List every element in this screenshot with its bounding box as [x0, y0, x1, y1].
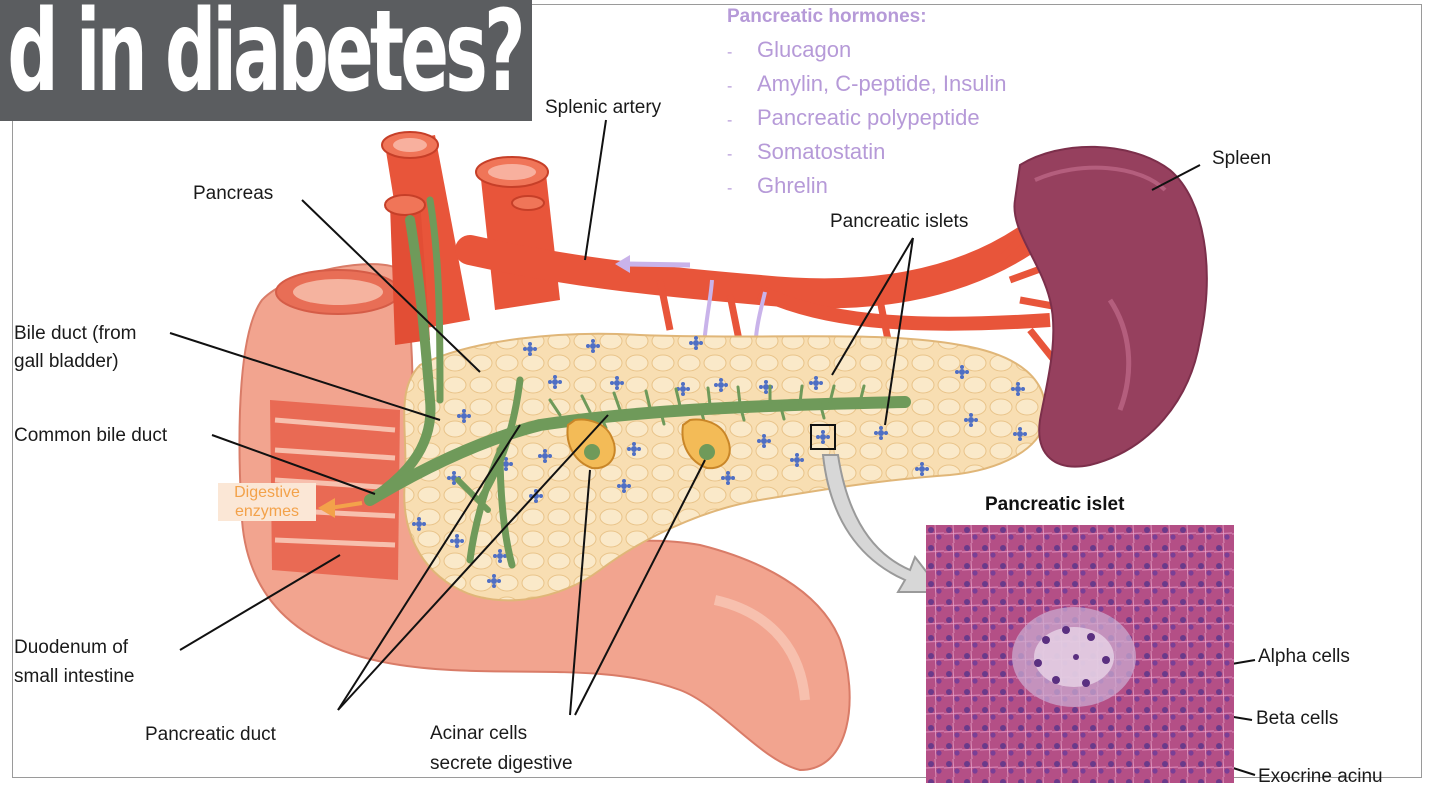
islet-micrograph	[926, 525, 1234, 783]
label-bile-duct-line2: gall bladder)	[14, 350, 119, 374]
banner-title: d in diabetes?	[8, 0, 522, 108]
hormone-item: -Somatostatin	[727, 136, 1006, 170]
hormone-item: -Ghrelin	[727, 170, 1006, 204]
label-splenic-artery: Splenic artery	[545, 96, 661, 120]
label-duodenum-line2: small intestine	[14, 665, 134, 689]
label-pancreatic-islets: Pancreatic islets	[830, 210, 968, 234]
hormone-item: -Amylin, C-peptide, Insulin	[727, 68, 1006, 102]
label-bile-duct-line1: Bile duct (from	[14, 322, 136, 346]
label-spleen: Spleen	[1212, 147, 1271, 171]
hormone-item: -Glucagon	[727, 34, 1006, 68]
hormones-title: Pancreatic hormones:	[727, 4, 1006, 30]
label-pancreatic-duct: Pancreatic duct	[145, 723, 276, 747]
title-banner: d in diabetes?	[0, 0, 532, 121]
label-acinar-line2: secrete digestive	[430, 752, 573, 776]
label-beta-cells: Beta cells	[1256, 707, 1338, 731]
label-digestive-enzymes: Digestive enzymes	[218, 483, 316, 521]
label-pancreatic-islet: Pancreatic islet	[985, 494, 1124, 516]
label-common-bile-duct: Common bile duct	[14, 424, 167, 448]
label-acinar-line1: Acinar cells	[430, 722, 527, 746]
hormones-list: Pancreatic hormones: -Glucagon -Amylin, …	[727, 4, 1006, 204]
label-alpha-cells: Alpha cells	[1258, 645, 1350, 669]
hormone-item: -Pancreatic polypeptide	[727, 102, 1006, 136]
label-duodenum-line1: Duodenum of	[14, 636, 128, 660]
label-exocrine-acinus: Exocrine acinu	[1258, 765, 1420, 789]
label-pancreas: Pancreas	[193, 182, 273, 206]
